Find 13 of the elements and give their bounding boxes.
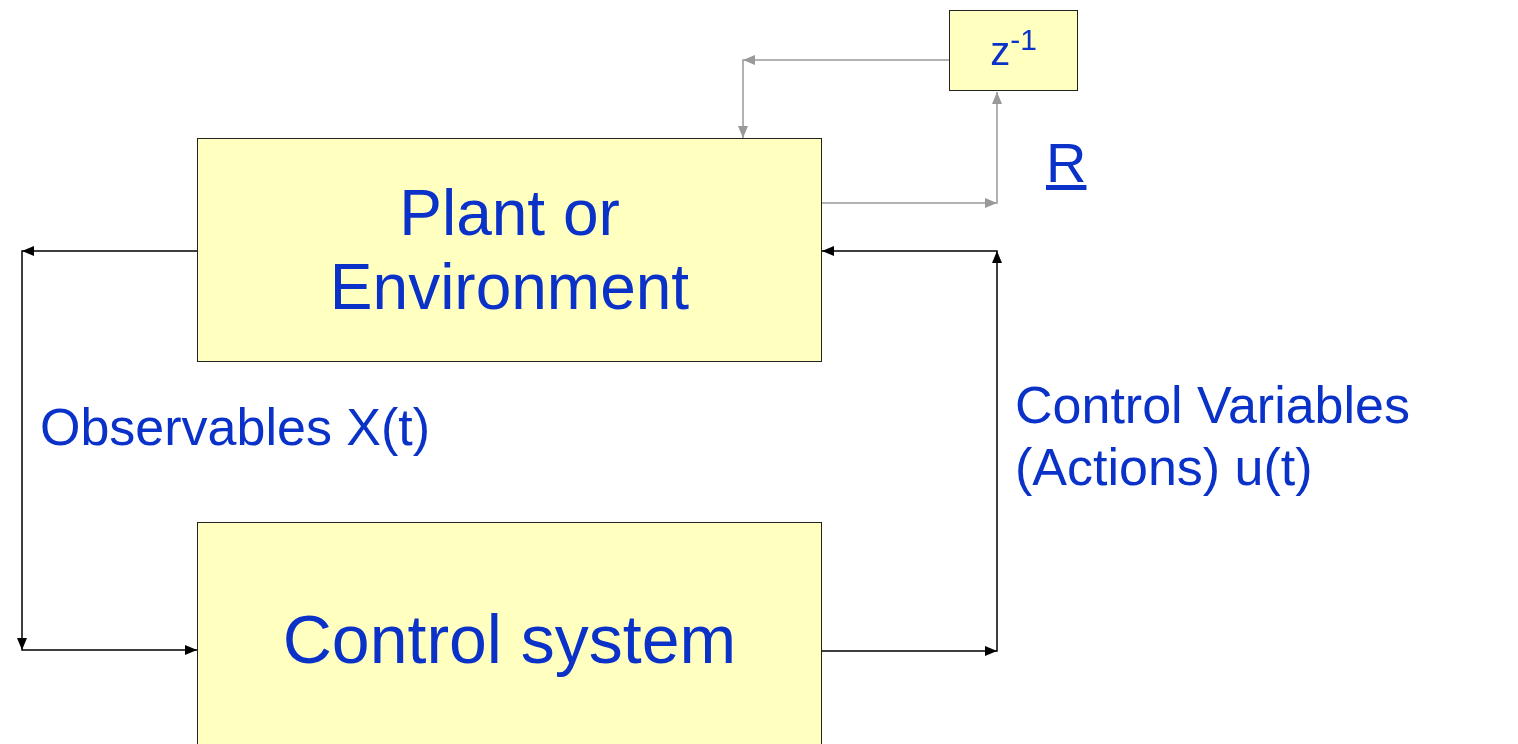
arrow	[17, 246, 198, 655]
process-box	[197, 522, 822, 744]
edge-label: Observables X(t)	[40, 397, 432, 458]
arrow	[738, 55, 950, 139]
box-label: Plant or Environment	[328, 176, 691, 324]
edge-label: R	[1046, 130, 1088, 196]
box-label: z$^{-1}$	[990, 26, 1037, 75]
box-label: Control system	[282, 600, 737, 679]
edge-label: Control Variables (Actions) u(t)	[1015, 375, 1411, 498]
process-box	[197, 138, 822, 362]
process-box	[949, 10, 1078, 91]
arrow	[821, 246, 1002, 656]
arrow	[821, 91, 1002, 208]
